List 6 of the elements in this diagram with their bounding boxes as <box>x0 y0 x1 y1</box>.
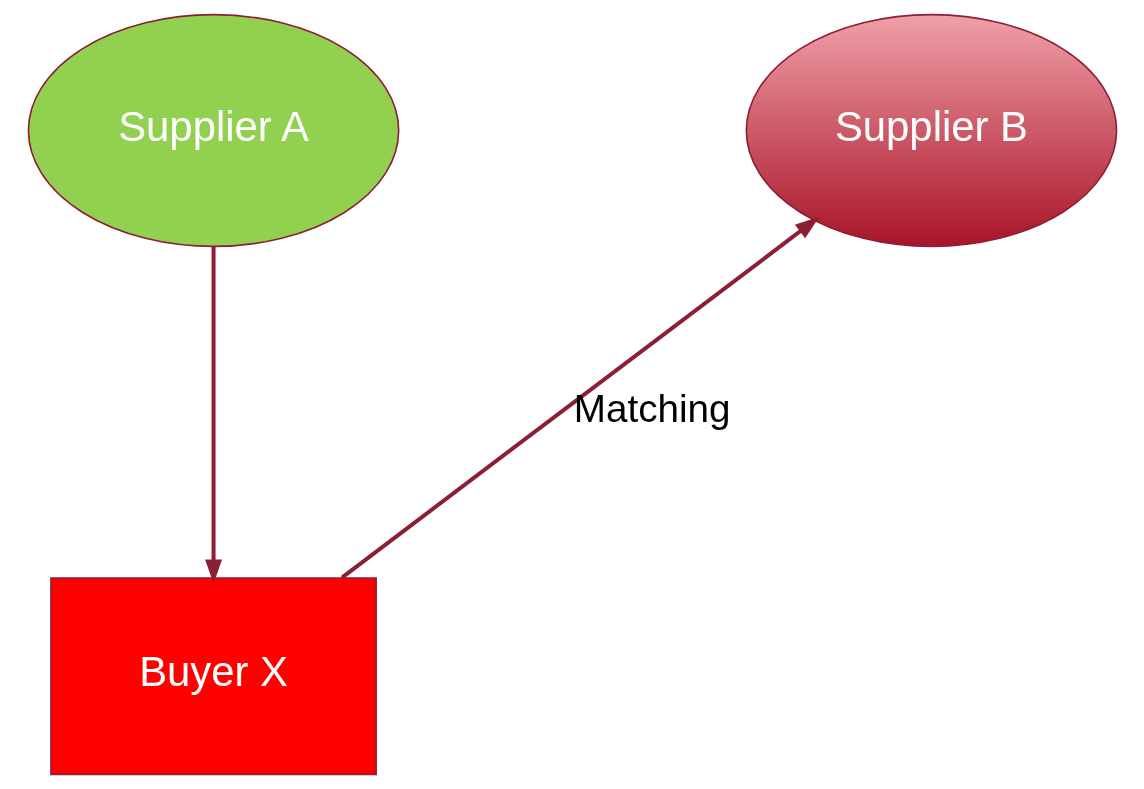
node-ellipse: Supplier A <box>27 13 399 248</box>
edge-label: Matching <box>573 387 731 431</box>
arrow <box>340 216 819 580</box>
node-ellipse: Supplier B <box>745 13 1117 248</box>
arrow <box>204 246 222 584</box>
node-box: Buyer X <box>49 577 377 776</box>
